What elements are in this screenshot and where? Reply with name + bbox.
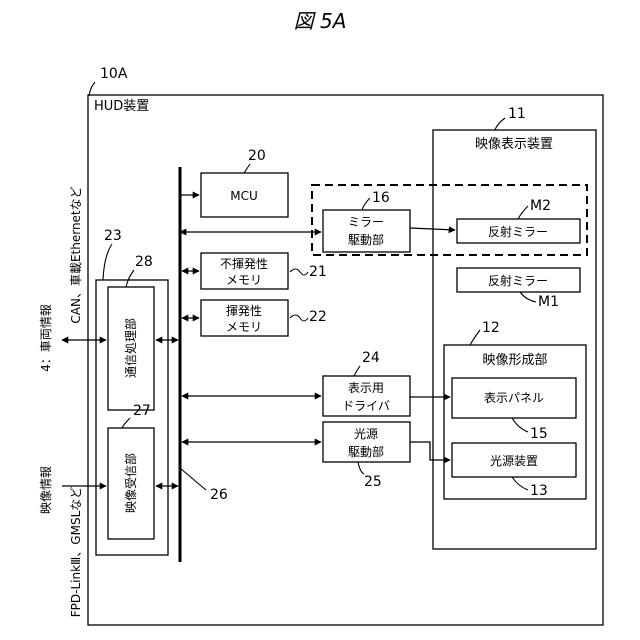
ref-comm-block: 23 (104, 228, 122, 244)
leader-volatile (290, 269, 308, 275)
ref-image-forming: 12 (482, 320, 500, 336)
mirror2-label: 反射ミラー (488, 224, 548, 239)
light-drive-label-1: 光源 (354, 427, 378, 441)
mirror-drive-label-1: ミラー (348, 215, 384, 229)
light-drive-label-2: 駆動部 (348, 444, 384, 459)
video-link-label: FPD-LinkⅢ、GMSLなど (69, 487, 83, 618)
mirror-drive-label-2: 駆動部 (348, 232, 384, 247)
ref-light-drive: 25 (364, 474, 382, 490)
leader-nonvolatile (290, 315, 308, 321)
leader-mirror1 (520, 292, 536, 302)
vehicle-bus-label: CAN、車載Ethernetなど (69, 186, 83, 323)
ref-volatile: 21 (309, 264, 327, 280)
leader-device (89, 82, 95, 96)
ref-backlight: 13 (530, 483, 548, 499)
ref-bus: 26 (210, 487, 228, 503)
display-panel-label: 表示パネル (484, 391, 544, 405)
nonvolatile-memory-label-2: メモリ (226, 273, 262, 287)
leader-panel (512, 418, 528, 432)
video-display-device (433, 130, 596, 549)
leader-comm-block (103, 244, 112, 280)
ref-device: 10A (100, 66, 128, 82)
leader-video-rx (122, 418, 130, 428)
leader-mirror-drive (362, 198, 370, 210)
ref-mirror-drive: 16 (372, 190, 390, 206)
image-forming-label: 映像形成部 (482, 353, 547, 368)
video-receiver-label: 映像受信部 (123, 453, 138, 513)
mcu-label: MCU (230, 189, 258, 203)
video-display-label: 映像表示装置 (475, 137, 553, 152)
leader-mcu (244, 164, 250, 173)
volatile-memory-label-2: メモリ (226, 320, 262, 334)
leader-video-display (495, 118, 505, 130)
ref-video-display: 11 (508, 106, 526, 122)
display-driver-label-1: 表示用 (348, 381, 384, 395)
figure-label: 図 5A (294, 9, 347, 33)
leader-bus (180, 468, 206, 490)
leader-display-driver (354, 366, 360, 376)
ref-display-driver: 24 (362, 350, 380, 366)
leader-comm-proc (126, 270, 134, 287)
display-driver-label-2: ドライバ (342, 399, 390, 413)
leader-backlight (512, 477, 528, 490)
ref-panel: 15 (530, 426, 548, 442)
leader-light-drive (358, 462, 364, 474)
mirror1-label: 反射ミラー (488, 273, 548, 288)
ref-mirror1: M1 (538, 294, 559, 310)
video-info-label: 映像情報 (39, 466, 53, 514)
leader-mirror2 (518, 206, 528, 219)
volatile-memory-label-1: 揮発性 (226, 304, 262, 318)
comm-processor-label: 通信処理部 (123, 318, 138, 378)
vehicle-info-label: 4：車両情報 (39, 304, 53, 372)
nonvolatile-memory-label-1: 不揮発性 (220, 257, 268, 271)
leader-image-forming (470, 330, 480, 345)
ref-nonvolatile: 22 (309, 309, 327, 325)
ref-mirror2: M2 (530, 198, 551, 214)
ref-video-rx: 27 (133, 403, 151, 419)
light-source-label: 光源装置 (490, 454, 538, 468)
hud-label: HUD装置 (94, 99, 149, 114)
ref-mcu: 20 (248, 148, 266, 164)
ref-comm-proc: 28 (135, 254, 153, 270)
